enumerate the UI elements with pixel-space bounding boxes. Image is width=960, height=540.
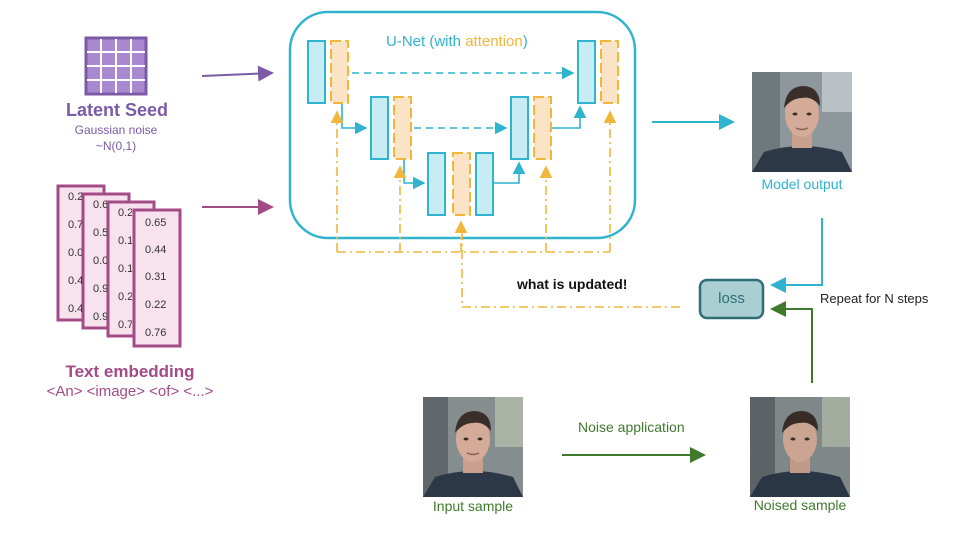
latent-grid-icon — [84, 36, 148, 96]
card3-values: 0.2 0.1 0.1 0.2 0.7 — [118, 208, 132, 331]
latent-seed-distribution: ~N(0,1) — [95, 139, 137, 153]
noised-sample-label: Noised sample — [753, 497, 847, 513]
unet-title: U-Net (with attention) — [386, 33, 528, 50]
noised-to-loss-arrow — [770, 301, 813, 383]
unet-block — [475, 152, 494, 216]
attention-block — [330, 40, 349, 104]
text-embedding-tokens: <An> <image> <of> <...> — [46, 383, 214, 400]
latent-seed-subtitle: Gaussian noise — [74, 123, 158, 137]
latent-arrow — [201, 65, 274, 82]
unet-block — [370, 96, 389, 160]
text-embedding-title: Text embedding — [65, 362, 195, 381]
model-output-image — [752, 72, 852, 172]
front-card-values: 0.65 0.44 0.31 0.22 0.76 — [145, 217, 167, 339]
card2-values: 0.6 0.5 0.0 0.9 0.9 — [93, 200, 107, 323]
model-output-label: Model output — [761, 176, 843, 192]
attention-conditioning-lines — [330, 110, 680, 308]
unet-block — [577, 40, 596, 104]
unet-title-prefix: U-Net (with — [386, 33, 466, 50]
unet-block — [510, 96, 529, 160]
noise-application-label: Noise application — [578, 419, 685, 435]
attention-block — [533, 96, 552, 160]
loss-label: loss — [718, 290, 745, 307]
input-sample-label: Input sample — [432, 498, 514, 514]
repeat-label: Repeat for N steps — [820, 291, 929, 306]
unet-block — [427, 152, 446, 216]
embedding-cards — [56, 184, 182, 348]
attention-block — [452, 152, 471, 216]
input-sample-image — [423, 397, 523, 497]
loss-box — [698, 278, 765, 320]
unet-title-attention: attention — [465, 33, 523, 50]
card1-values: 0.2 0.7 0.0 0.4 0.4 — [68, 192, 82, 315]
unet-title-suffix: ) — [522, 33, 528, 50]
output-to-loss-arrow — [770, 218, 823, 293]
attention-block — [600, 40, 619, 104]
what-is-updated-label: what is updated! — [517, 276, 628, 292]
unet-blocks — [307, 40, 619, 216]
latent-seed-title: Latent Seed — [66, 100, 169, 120]
noised-sample-image — [750, 397, 850, 497]
unet-block — [307, 40, 326, 104]
attention-block — [393, 96, 412, 160]
